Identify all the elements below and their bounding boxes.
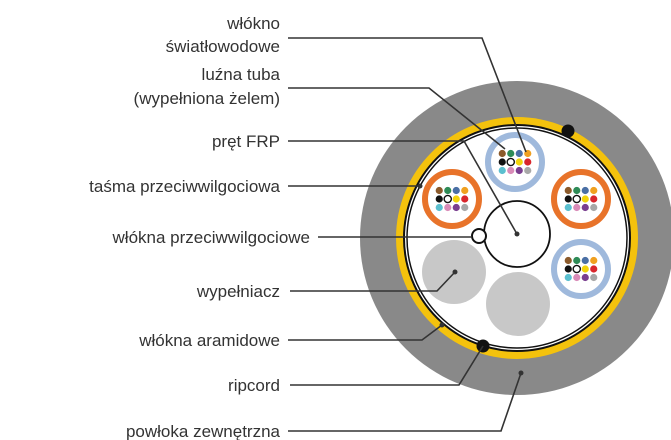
fiber-strand (507, 149, 515, 158)
fiber-strand (506, 157, 516, 167)
fiber-strand (573, 203, 581, 212)
ripcord-top (561, 124, 575, 138)
fiber-strand (564, 203, 572, 212)
label-ripcord: ripcord (228, 376, 280, 395)
fiber-strand (590, 203, 598, 212)
fiber-strand (581, 203, 589, 212)
fiber-strand (461, 195, 469, 203)
fiber-strand (507, 166, 515, 175)
fiber-strand (444, 203, 452, 212)
fiber-strand (461, 186, 469, 195)
label-tape: taśma przeciwwilgociowa (89, 177, 280, 196)
fiber-strand (435, 186, 443, 195)
fiber-strand (572, 194, 582, 204)
fiber-strand (435, 203, 443, 212)
fiber-strand (498, 149, 506, 158)
fiber-strand (590, 256, 598, 265)
fiber-strand (573, 273, 581, 282)
fiber-strand (452, 186, 460, 195)
fiber-strand (590, 265, 598, 273)
loose-tube-lower-right (551, 239, 611, 299)
leader-lines (288, 37, 527, 432)
fiber-strand (435, 195, 443, 203)
fiber-strand (498, 158, 506, 166)
fiber-strand (461, 203, 469, 212)
loose-tube-right (551, 169, 611, 229)
fiber-bundle (564, 186, 598, 212)
fiber-strand (590, 195, 598, 203)
fiber-strand (452, 203, 460, 212)
fiber-strand (581, 273, 589, 282)
label-aramid: włókna aramidowe (138, 331, 280, 350)
fiber-strand (572, 264, 582, 274)
fiber-strand (452, 195, 460, 203)
water-blocking-yarn (471, 228, 487, 244)
fiber-strand (581, 195, 589, 203)
labels: włókno światłowodowe luźna tuba (wypełni… (89, 14, 310, 440)
fiber-strand (581, 256, 589, 265)
fiber-strand (515, 166, 523, 175)
pointer-dot-filler (452, 269, 458, 275)
label-water-yarn: włókna przeciwwilgociowe (112, 228, 310, 247)
label-fiber-line1: włókno (226, 14, 280, 33)
loose-tube-top (485, 132, 545, 192)
label-filler: wypełniacz (196, 282, 280, 301)
filler-bottom (486, 272, 550, 336)
pointer-dot-jacket (518, 370, 524, 376)
pointer-dot-aramid (439, 322, 445, 328)
fiber-bundle (435, 186, 469, 212)
cable-cross-section-icon (360, 81, 671, 395)
fiber-strand (498, 166, 506, 175)
leader-jacket (288, 372, 522, 432)
fiber-strand (564, 273, 572, 282)
fiber-strand (564, 186, 572, 195)
fiber-strand (573, 186, 581, 195)
fiber-strand (524, 158, 532, 166)
leader-tube (288, 87, 506, 150)
fiber-strand (444, 186, 452, 195)
fiber-strand (581, 186, 589, 195)
label-jacket: powłoka zewnętrzna (126, 422, 281, 440)
label-fiber-line2: światłowodowe (166, 37, 280, 56)
pointer-dot-tape (417, 183, 423, 189)
leader-filler (290, 271, 456, 292)
label-tube-line1: luźna tuba (202, 65, 281, 84)
fiber-strand (564, 265, 572, 273)
fiber-strand (581, 265, 589, 273)
label-frp: pręt FRP (212, 132, 280, 151)
fiber-strand (564, 256, 572, 265)
fiber-strand (564, 195, 572, 203)
leader-ripcord (290, 345, 484, 386)
fiber-strand (573, 256, 581, 265)
fiber-strand (590, 273, 598, 282)
fiber-strand (590, 186, 598, 195)
fiber-strand (515, 149, 523, 158)
leader-aramid (288, 324, 443, 341)
pointer-dot-frp (514, 231, 520, 237)
fiber-strand (443, 194, 453, 204)
leader-fiber (288, 37, 527, 153)
loose-tube-left (422, 169, 482, 229)
label-tube-line2: (wypełniona żelem) (134, 89, 280, 108)
fiber-bundle (564, 256, 598, 282)
fiber-strand (524, 166, 532, 175)
fiber-strand (515, 158, 523, 166)
leader-frp (288, 140, 518, 235)
fiber-bundle (498, 149, 532, 175)
